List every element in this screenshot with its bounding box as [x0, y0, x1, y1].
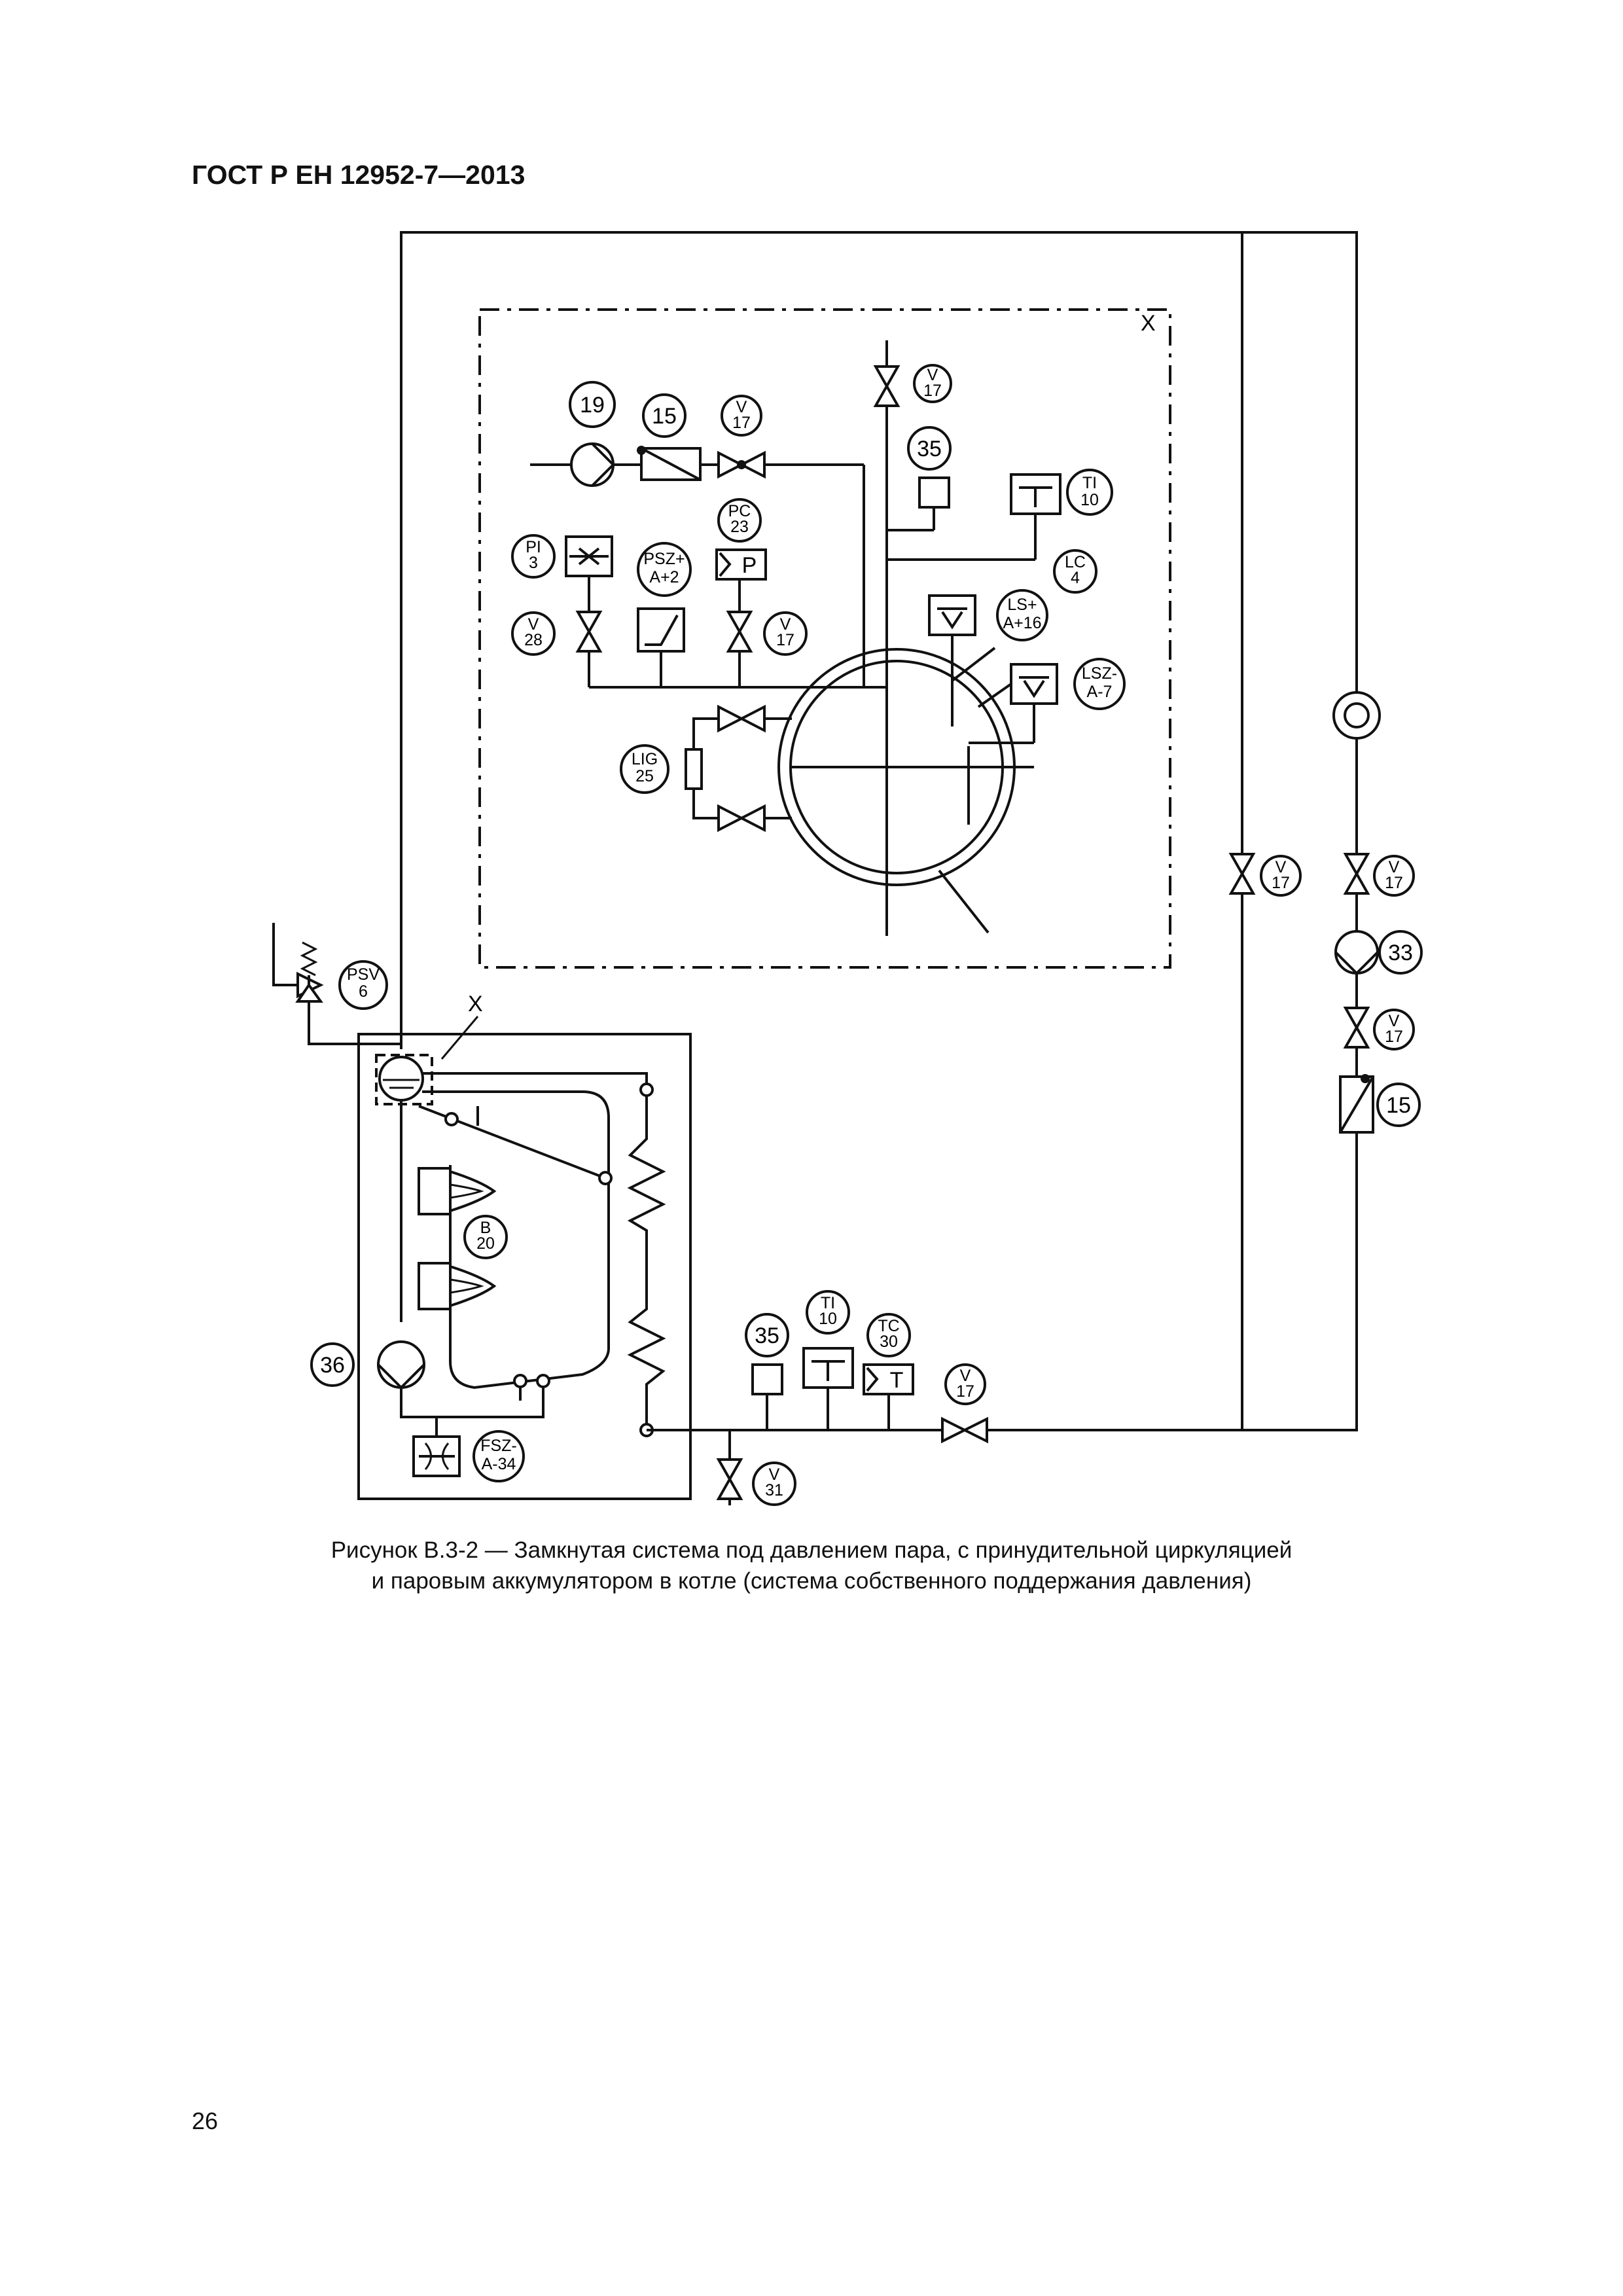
svg-text:4: 4: [1071, 569, 1080, 587]
device-35-lower: 35: [745, 1313, 789, 1430]
svg-text:10: 10: [819, 1310, 837, 1328]
pump-19: 19: [569, 381, 616, 487]
svg-text:35: 35: [917, 437, 942, 461]
valve-v17-bottom: V 17: [941, 1363, 988, 1444]
svg-text:TI: TI: [821, 1294, 835, 1312]
svg-text:17: 17: [732, 414, 751, 432]
svg-text:35: 35: [755, 1323, 779, 1348]
svg-text:17: 17: [1385, 874, 1403, 892]
valve-v17-outer-right-lower: V 17: [1343, 1007, 1415, 1050]
device-35-upper: 35: [887, 426, 952, 531]
svg-text:V: V: [1275, 858, 1287, 876]
svg-text:15: 15: [652, 404, 677, 429]
level-switch-lsz-a7: LSZ- A-7: [969, 658, 1126, 744]
valve-v17-feed: V 17: [717, 395, 766, 479]
svg-text:20: 20: [476, 1234, 495, 1253]
svg-text:V: V: [927, 366, 938, 384]
svg-text:PI: PI: [526, 538, 541, 556]
pressure-controller-pc23: PC 23 P: [715, 498, 767, 687]
valve-v17-pc: V 17: [726, 611, 808, 656]
svg-text:V: V: [780, 615, 791, 634]
caption-line-1: Рисунок В.3-2 — Замкнутая система под да…: [330, 1537, 1293, 1563]
steam-drum: [378, 1056, 424, 1102]
svg-text:PSV: PSV: [347, 965, 380, 984]
page-header: ГОСТ Р ЕН 12952-7—2013: [192, 160, 526, 190]
filter-15: 15: [637, 393, 702, 481]
svg-text:A-34: A-34: [482, 1455, 516, 1473]
temperature-indicator-ti10-upper: TI 10: [887, 469, 1113, 561]
circulation-loop: [422, 1090, 610, 1390]
pump-33: 33: [1334, 930, 1423, 975]
svg-text:LS+: LS+: [1007, 596, 1037, 614]
valve-v17-outer-right-upper: V 17: [1343, 853, 1415, 897]
pressure-switch-psz-a2: PSZ+ A+2: [637, 542, 692, 687]
svg-text:A-7: A-7: [1087, 683, 1113, 701]
sight-glass-right: [1332, 691, 1381, 740]
svg-text:23: 23: [730, 518, 749, 536]
svg-text:TC: TC: [878, 1317, 899, 1335]
boiler-enclosure: [357, 1033, 692, 1500]
svg-text:A+16: A+16: [1003, 614, 1041, 632]
level-gauge-lig25: LIG 25: [620, 704, 766, 833]
page-number: 26: [192, 2108, 219, 2134]
svg-text:P: P: [742, 553, 757, 578]
svg-text:28: 28: [524, 631, 543, 649]
svg-text:30: 30: [880, 1333, 898, 1351]
burner-b20: B 20: [418, 1167, 508, 1310]
svg-text:17: 17: [1385, 1028, 1403, 1046]
safety-valve-psv6: PSV 6: [272, 923, 401, 1045]
svg-text:PSZ+: PSZ+: [643, 550, 685, 568]
svg-text:TI: TI: [1082, 474, 1097, 492]
circulation-pump-36: 36: [310, 1340, 550, 1418]
svg-text:V: V: [736, 398, 747, 416]
svg-text:LSZ-: LSZ-: [1082, 664, 1117, 683]
svg-text:LIG: LIG: [632, 750, 658, 768]
svg-text:15: 15: [1386, 1093, 1411, 1118]
svg-text:PC: PC: [728, 502, 751, 520]
steam-vessel: [723, 648, 1034, 934]
svg-text:36: 36: [320, 1353, 345, 1378]
valve-v28: V 28: [511, 611, 603, 656]
svg-text:A+2: A+2: [649, 568, 679, 586]
drain-valve-v31: V 31: [716, 1430, 796, 1506]
svg-text:V: V: [1389, 1012, 1400, 1030]
temperature-indicator-ti10-lower: TI 10: [802, 1290, 854, 1430]
boundary-x-lower: [375, 1054, 433, 1105]
svg-text:31: 31: [765, 1481, 783, 1499]
svg-text:LC: LC: [1065, 553, 1086, 571]
svg-text:FSZ-: FSZ-: [480, 1437, 517, 1455]
boundary-x-upper: [478, 308, 1171, 969]
svg-text:V: V: [528, 615, 539, 634]
svg-text:10: 10: [1080, 491, 1099, 509]
svg-text:19: 19: [580, 393, 605, 418]
valve-v17-inner-right: V 17: [1228, 853, 1302, 897]
filter-15-right: 15: [1339, 1074, 1421, 1134]
svg-text:3: 3: [529, 554, 538, 572]
svg-text:17: 17: [956, 1382, 974, 1401]
boundary-label-lower: X: [468, 992, 483, 1016]
svg-text:6: 6: [359, 982, 368, 1001]
svg-text:17: 17: [1272, 874, 1290, 892]
svg-text:V: V: [1389, 858, 1400, 876]
caption-line-2: и паровым аккумулятором в котле (система…: [371, 1568, 1252, 1594]
svg-text:V: V: [960, 1367, 971, 1385]
level-switch-ls-a16: LS+ A+16 LC 4: [928, 549, 1097, 726]
figure-caption: Рисунок В.3-2 — Замкнутая система под да…: [196, 1535, 1427, 1596]
valve-v17-top: V 17: [873, 364, 952, 407]
svg-text:B: B: [480, 1219, 491, 1237]
svg-text:33: 33: [1388, 941, 1413, 965]
svg-text:17: 17: [923, 382, 942, 400]
svg-text:17: 17: [776, 631, 794, 649]
svg-text:T: T: [890, 1368, 904, 1393]
svg-text:V: V: [769, 1465, 780, 1484]
temperature-controller-tc30: TC 30 T: [863, 1313, 914, 1430]
outer-frame: [400, 231, 1358, 1431]
pressure-indicator-pi3: PI 3: [511, 534, 613, 687]
boundary-label-upper: X: [1141, 311, 1156, 336]
flow-switch-fsz-a34: FSZ- A-34: [412, 1417, 525, 1482]
svg-text:25: 25: [635, 767, 654, 785]
